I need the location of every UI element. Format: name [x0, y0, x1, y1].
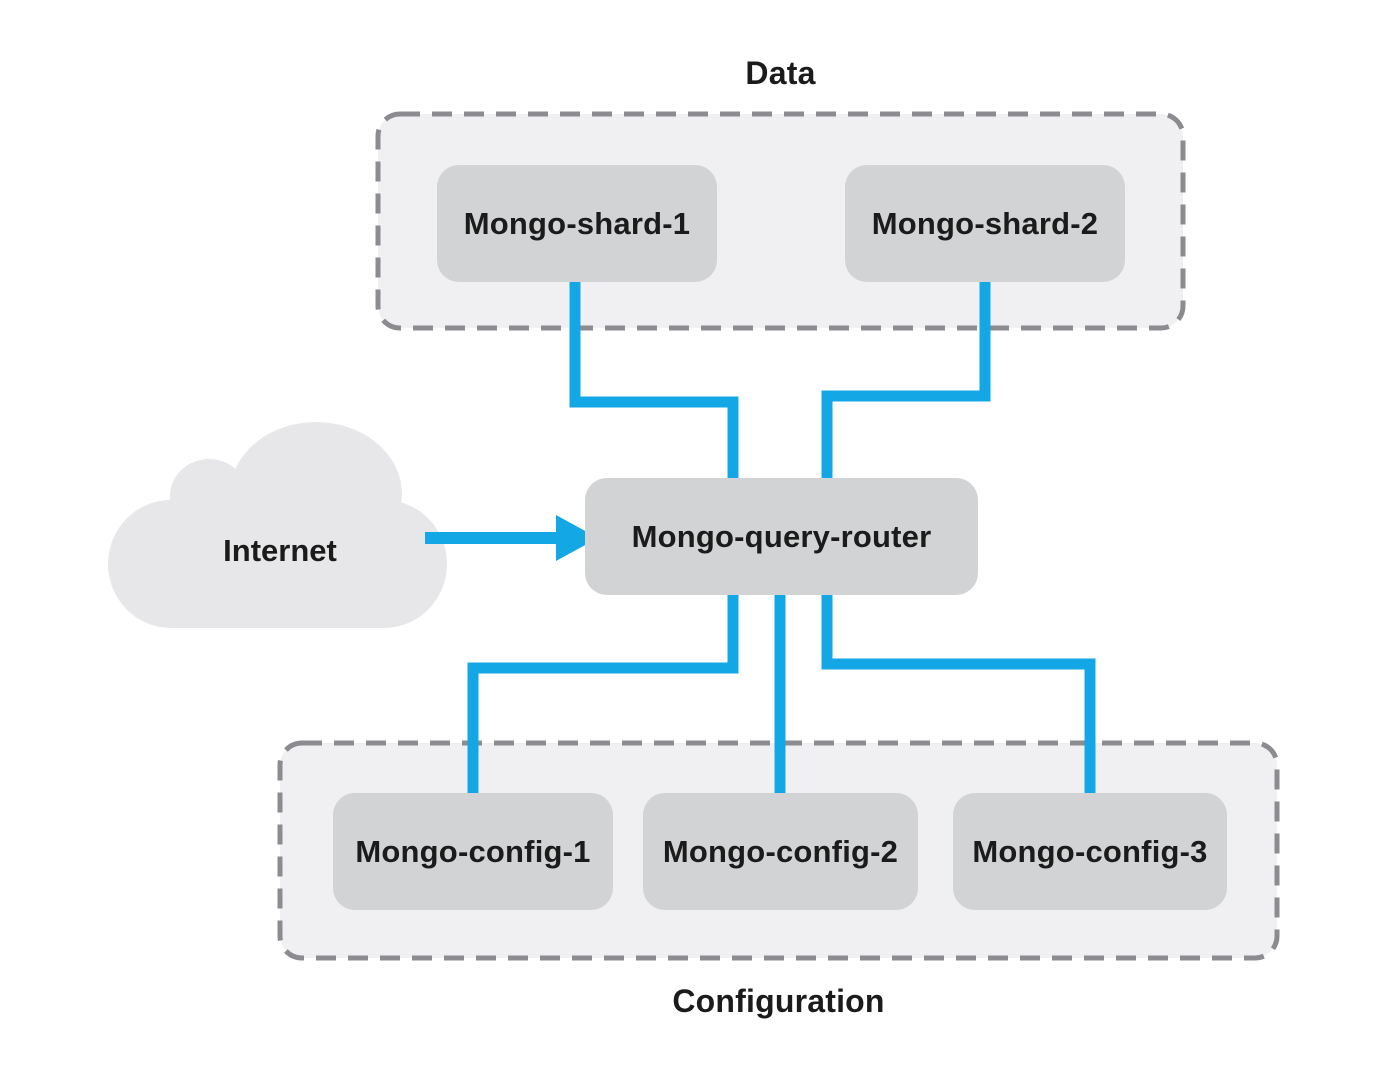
- edge-shard1-to-router: [569, 277, 739, 482]
- data-group-label: Data: [745, 55, 816, 91]
- edge-internet-to-router: [425, 515, 598, 561]
- edge-router-to-config3: [821, 592, 1096, 797]
- node-mongo-config-3: Mongo-config-3: [953, 793, 1227, 910]
- configuration-group-label: Configuration: [672, 983, 885, 1019]
- arrow-head-icon: [556, 515, 598, 561]
- edge-shard2-to-router: [821, 277, 991, 482]
- node-mongo-query-router: Mongo-query-router: [585, 478, 978, 595]
- cloud-body: [171, 500, 384, 628]
- node-mongo-shard-1: Mongo-shard-1: [437, 165, 717, 282]
- cloud-icon: [108, 422, 447, 628]
- edge-router-to-config1: [467, 592, 739, 797]
- internet-cloud-label: Internet: [223, 533, 337, 568]
- node-mongo-config-2: Mongo-config-2: [643, 793, 918, 910]
- node-mongo-config-1: Mongo-config-1: [333, 793, 613, 910]
- node-mongo-shard-2: Mongo-shard-2: [845, 165, 1125, 282]
